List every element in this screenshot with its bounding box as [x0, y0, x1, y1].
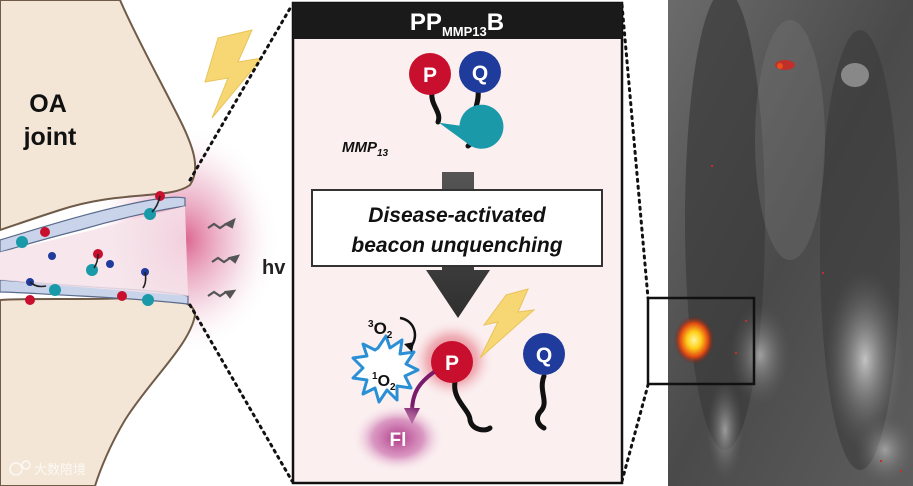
- product-q-circle: [523, 333, 565, 375]
- enzyme-label: MMP13: [342, 139, 389, 159]
- panel-bolt-icon: [479, 288, 536, 359]
- emission-label: hv: [262, 257, 286, 279]
- zoom-connectors: [188, 3, 650, 483]
- watermark: 大数陪境: [9, 460, 86, 478]
- mmp13-enzyme-icon: [439, 104, 504, 149]
- singlet-oxygen-label: 1O2: [372, 371, 396, 393]
- oa-label-line2: joint: [23, 123, 77, 151]
- in-vivo-image: [646, 0, 913, 486]
- process-line2: beacon unquenching: [351, 234, 562, 257]
- excitation-bolt-icon: [204, 29, 264, 119]
- oa-label-line1: OA: [29, 90, 67, 118]
- upper-bone: [0, 0, 197, 232]
- lower-bone: [0, 296, 197, 486]
- product-p-label: P: [445, 352, 459, 375]
- mechanism-panel: PPMMP13B P Q MMP13 Disease-activated bea…: [291, 1, 624, 485]
- fluorescence-label: Fl: [390, 430, 407, 451]
- watermark-text: 大数陪境: [34, 463, 86, 478]
- probe-p-label: P: [423, 64, 437, 87]
- triplet-oxygen-label: 3O2: [368, 319, 393, 341]
- singlet-oxygen-burst-icon: [351, 334, 420, 404]
- fluorescence-hotspot: [674, 316, 714, 364]
- process-box: [311, 189, 603, 267]
- roi-box: [646, 296, 756, 386]
- product-p-circle: [431, 341, 473, 383]
- probe-q-label: Q: [472, 62, 488, 85]
- fluorescence-glow: [352, 404, 444, 472]
- probe-p-circle: [409, 53, 451, 95]
- panel-title: PPMMP13B: [410, 9, 504, 39]
- process-line1: Disease-activated: [368, 204, 547, 227]
- panel-title-bar: [293, 3, 622, 39]
- intact-probe: P Q: [409, 51, 504, 149]
- product-q-label: Q: [536, 344, 552, 367]
- probe-q-circle: [459, 51, 501, 93]
- joint-probes: [16, 191, 165, 306]
- emission-arrows-icon: [207, 217, 241, 299]
- oa-joint-illustration: OA joint hv: [0, 0, 286, 486]
